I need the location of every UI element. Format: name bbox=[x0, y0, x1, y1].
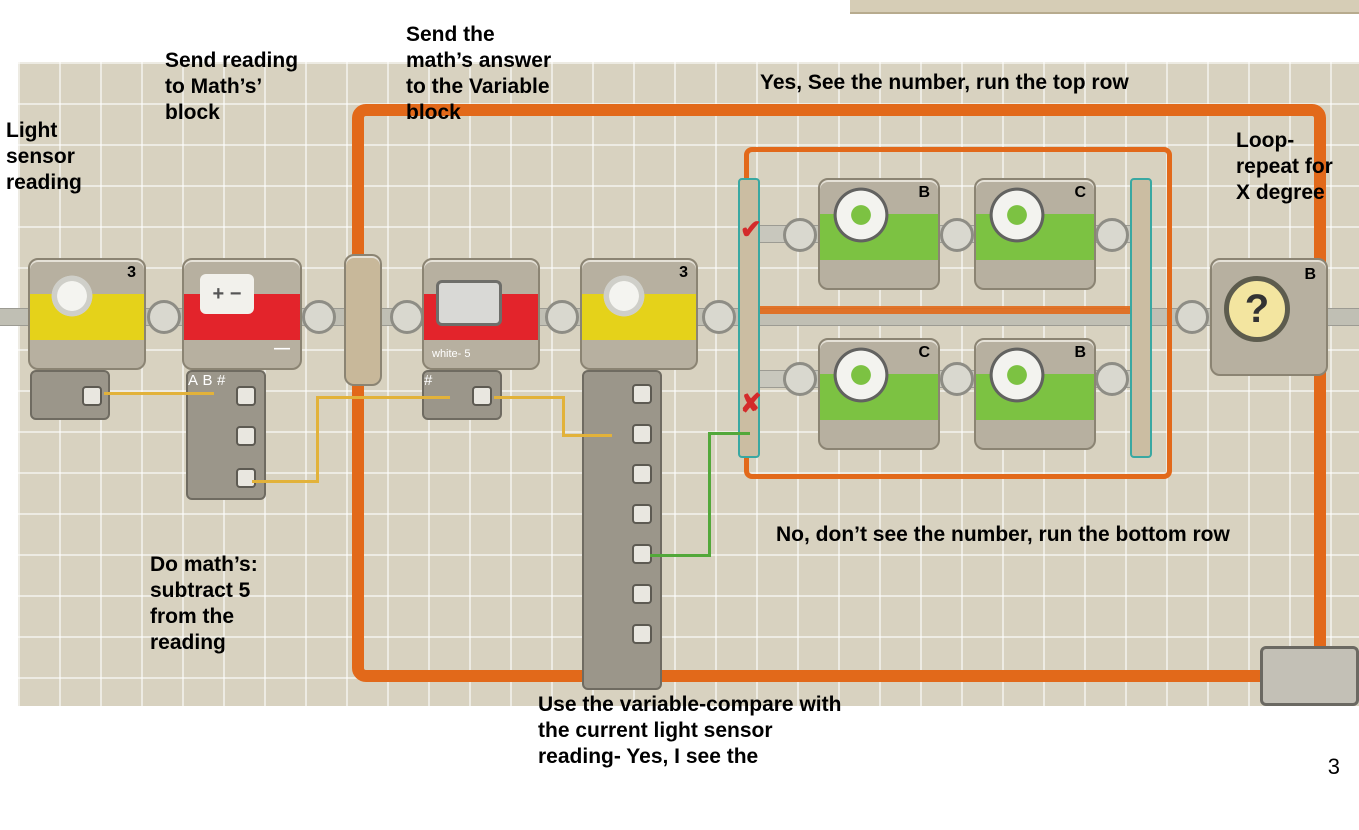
annotation-yes-top-row: Yes, See the number, run the top row bbox=[760, 71, 1129, 94]
math-input-b-plug[interactable] bbox=[236, 426, 256, 446]
beam-hub bbox=[783, 218, 817, 252]
calculator-icon: + − bbox=[200, 274, 254, 314]
check-icon: ✔ bbox=[740, 214, 762, 244]
variable-value-label: # bbox=[424, 372, 433, 389]
logic-wire bbox=[708, 432, 711, 557]
beam-hub bbox=[702, 300, 736, 334]
gear-icon bbox=[986, 344, 1048, 406]
beam-hub bbox=[302, 300, 336, 334]
intensity-plug[interactable] bbox=[632, 584, 652, 604]
annotation-send-to-variable: Send the math’s answer to the Variable b… bbox=[406, 23, 552, 124]
motor-port: C bbox=[1074, 184, 1086, 201]
raw-value-plug[interactable] bbox=[632, 624, 652, 644]
generate-light-plug[interactable] bbox=[632, 504, 652, 524]
sensor-plug-panel bbox=[30, 370, 110, 420]
motor-block-top-1[interactable]: B bbox=[818, 178, 940, 290]
annotation-light-sensor: Light sensor reading bbox=[6, 119, 82, 194]
annotation-use-variable: Use the variable-compare with the curren… bbox=[538, 693, 842, 768]
top-corner-panel bbox=[850, 0, 1359, 14]
motor-block-bottom-2[interactable]: B bbox=[974, 338, 1096, 450]
loop-port: B bbox=[1304, 266, 1316, 283]
light-sensor-block-1[interactable]: 3 bbox=[28, 258, 146, 370]
beam-hub bbox=[1175, 300, 1209, 334]
variable-block[interactable]: white- 5 bbox=[422, 258, 540, 370]
math-input-a-plug[interactable] bbox=[236, 386, 256, 406]
motor-port: C bbox=[918, 344, 930, 361]
number-wire bbox=[104, 392, 214, 395]
math-result-plug[interactable] bbox=[236, 468, 256, 488]
beam-hub bbox=[147, 300, 181, 334]
loop-start-block[interactable] bbox=[344, 254, 382, 386]
beam-hub bbox=[1095, 362, 1129, 396]
greater-less-plug[interactable] bbox=[632, 464, 652, 484]
beam-hub bbox=[940, 362, 974, 396]
math-result-label: # bbox=[216, 372, 226, 389]
switch-divider bbox=[748, 306, 1148, 314]
logic-wire bbox=[650, 554, 710, 557]
sensor-port: 3 bbox=[679, 264, 688, 281]
logic-wire bbox=[708, 432, 750, 435]
math-input-b-label: B bbox=[202, 372, 213, 389]
port-plug[interactable] bbox=[632, 384, 652, 404]
number-wire bbox=[562, 396, 565, 436]
number-wire bbox=[316, 396, 319, 483]
yes-no-plug[interactable] bbox=[632, 544, 652, 564]
beam-hub bbox=[390, 300, 424, 334]
number-wire bbox=[494, 396, 564, 399]
briefcase-icon bbox=[436, 280, 502, 326]
beam-hub bbox=[1095, 218, 1129, 252]
trigger-point-plug[interactable] bbox=[632, 424, 652, 444]
number-wire bbox=[562, 434, 612, 437]
number-wire bbox=[316, 396, 450, 399]
gear-icon bbox=[830, 184, 892, 246]
variable-name: white- 5 bbox=[432, 348, 471, 360]
math-block[interactable]: + − — bbox=[182, 258, 302, 370]
switch-left-bar[interactable] bbox=[738, 178, 760, 458]
math-input-a-label: A bbox=[188, 372, 199, 389]
annotation-do-math: Do math’s: subtract 5 from the reading bbox=[150, 553, 258, 654]
slide-number: 3 bbox=[1327, 754, 1340, 779]
annotation-send-to-math: Send reading to Math’s’ block bbox=[165, 49, 299, 124]
sensor-compare-plug-panel bbox=[582, 370, 662, 690]
controller-widget[interactable] bbox=[1260, 646, 1359, 706]
annotation-no-bottom-row: No, don’t see the number, run the bottom… bbox=[776, 523, 1230, 546]
variable-value-plug[interactable] bbox=[472, 386, 492, 406]
motor-port: B bbox=[918, 184, 930, 201]
number-wire bbox=[252, 480, 318, 483]
motor-block-bottom-1[interactable]: C bbox=[818, 338, 940, 450]
light-sensor-icon bbox=[46, 270, 98, 322]
gear-icon bbox=[986, 184, 1048, 246]
annotation-loop-repeat: Loop-repeat for X degree bbox=[1236, 129, 1333, 204]
variable-plug-panel: # bbox=[422, 370, 502, 420]
sensor-port: 3 bbox=[127, 264, 136, 281]
loop-end-block[interactable]: ? B bbox=[1210, 258, 1328, 376]
beam-hub bbox=[545, 300, 579, 334]
light-sensor-block-2[interactable]: 3 bbox=[580, 258, 698, 370]
light-sensor-icon bbox=[598, 270, 650, 322]
math-plug-panel: A B # bbox=[186, 370, 266, 500]
beam-hub bbox=[940, 218, 974, 252]
motor-port: B bbox=[1074, 344, 1086, 361]
loop-icon: ? bbox=[1224, 276, 1290, 342]
switch-right-bar[interactable] bbox=[1130, 178, 1152, 458]
intensity-plug[interactable] bbox=[82, 386, 102, 406]
beam-hub bbox=[783, 362, 817, 396]
cross-icon: ✘ bbox=[740, 388, 762, 418]
gear-icon bbox=[830, 344, 892, 406]
motor-block-top-2[interactable]: C bbox=[974, 178, 1096, 290]
math-operator: — bbox=[274, 340, 290, 357]
